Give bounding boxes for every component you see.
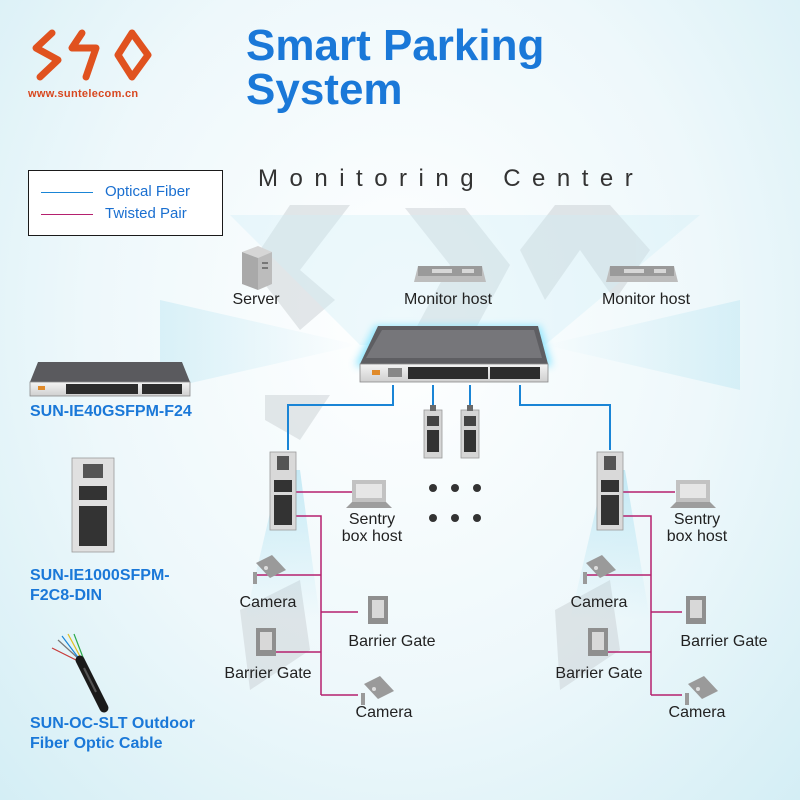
light-beams bbox=[160, 215, 740, 620]
barrier-gate-label: Barrier Gate bbox=[348, 633, 436, 650]
barrier-gate-icon bbox=[588, 628, 608, 656]
camera-label: Camera bbox=[355, 704, 413, 721]
rack-switch-icon bbox=[355, 326, 552, 383]
camera-label: Camera bbox=[570, 594, 628, 611]
sentry-box-host-label: Sentry box host bbox=[341, 511, 403, 545]
camera-label: Camera bbox=[239, 594, 297, 611]
monitor-host-label-2: Monitor host bbox=[601, 291, 691, 308]
din-switch-icon bbox=[269, 451, 297, 531]
fiber-links bbox=[287, 385, 611, 450]
brand-logo bbox=[32, 29, 152, 81]
camera-icon bbox=[583, 555, 616, 584]
din-switch-icon bbox=[423, 405, 443, 459]
sentry-box-host-icon bbox=[346, 480, 392, 508]
title-line-1: Smart Parking bbox=[246, 21, 545, 70]
title-line-2: System bbox=[246, 65, 403, 114]
barrier-gate-icon bbox=[256, 628, 276, 656]
din-switch-icon bbox=[460, 405, 480, 459]
monitoring-center-heading: Monitoring Center bbox=[258, 165, 645, 192]
monitor-host-icon bbox=[414, 266, 486, 282]
product-fiber-cable-icon bbox=[51, 633, 109, 713]
barrier-gate-icon bbox=[686, 596, 706, 624]
legend-fiber-line bbox=[41, 192, 93, 193]
camera-label: Camera bbox=[668, 704, 726, 721]
server-icon bbox=[242, 246, 272, 290]
legend-twisted-label: Twisted Pair bbox=[105, 205, 187, 222]
sentry-box-host-icon bbox=[670, 480, 716, 508]
product-name-rack-switch: SUN-IE40GSFPM-F24 bbox=[30, 403, 192, 420]
monitor-host-icon bbox=[606, 266, 678, 282]
barrier-gate-label: Barrier Gate bbox=[224, 665, 312, 682]
din-switch-icon bbox=[596, 451, 624, 531]
product-rack-switch-icon bbox=[29, 362, 191, 397]
legend-fiber-label: Optical Fiber bbox=[105, 183, 191, 200]
page-title: Smart Parking System bbox=[246, 24, 544, 112]
product-din-switch-icon bbox=[71, 457, 115, 553]
brand-url: www.suntelecom.cn bbox=[28, 88, 139, 100]
sentry-box-host-label: Sentry box host bbox=[666, 511, 728, 545]
twisted-links-left bbox=[255, 491, 358, 696]
legend: Optical Fiber Twisted Pair bbox=[28, 170, 223, 236]
product-name-din-switch: SUN-IE1000SFPM- F2C8-DIN bbox=[30, 567, 170, 604]
camera-icon bbox=[361, 676, 394, 705]
legend-twisted-line bbox=[41, 214, 93, 215]
camera-icon bbox=[253, 555, 286, 584]
barrier-gate-icon bbox=[368, 596, 388, 624]
ellipsis-dots bbox=[429, 484, 481, 522]
barrier-gate-label: Barrier Gate bbox=[680, 633, 768, 650]
product-name-fiber-cable: SUN-OC-SLT Outdoor Fiber Optic Cable bbox=[30, 715, 196, 752]
server-label: Server bbox=[232, 291, 280, 308]
monitor-host-label-1: Monitor host bbox=[403, 291, 493, 308]
camera-icon bbox=[685, 676, 718, 705]
barrier-gate-label: Barrier Gate bbox=[555, 665, 643, 682]
